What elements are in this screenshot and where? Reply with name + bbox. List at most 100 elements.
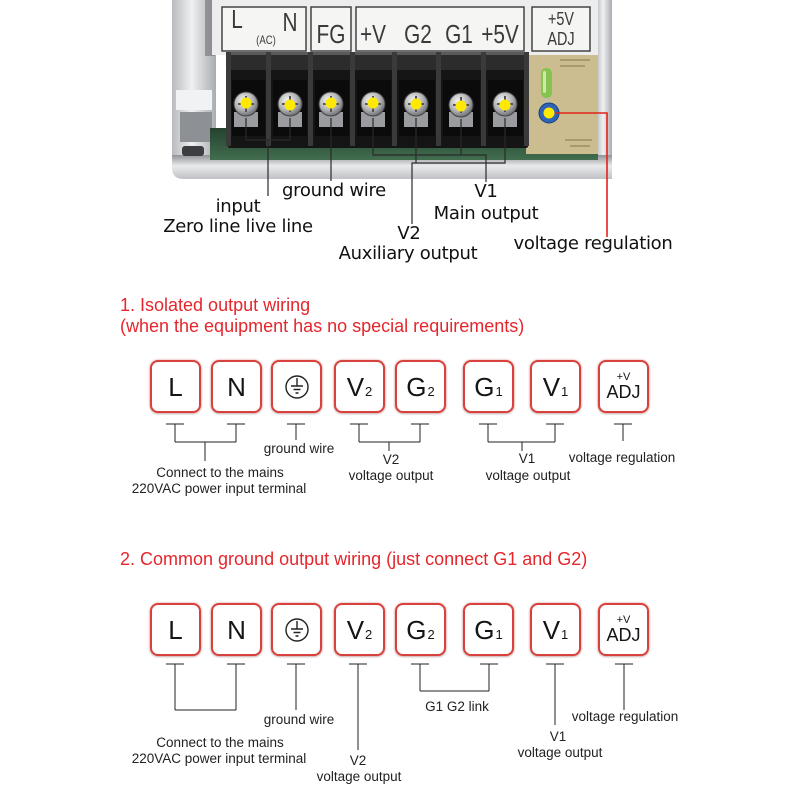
s1-label-mains-1: Connect to the mains bbox=[156, 465, 284, 480]
terminal-subscript: 1 bbox=[495, 627, 503, 642]
strip-label-plus-v: +V bbox=[359, 19, 387, 49]
strip-label-g2: G2 bbox=[404, 19, 432, 49]
s2-label-adj: voltage regulation bbox=[571, 709, 679, 724]
s2-terminal-adj: +V ADJ bbox=[598, 603, 649, 656]
strip-label-ac: (AC) bbox=[256, 33, 276, 47]
label-strip bbox=[212, 0, 598, 55]
marker-dot bbox=[543, 107, 555, 119]
terminal-adj-label: ADJ bbox=[606, 624, 641, 645]
s2-g1-g2-link bbox=[411, 663, 498, 692]
s1-label-adj: voltage regulation bbox=[568, 450, 676, 465]
s2-adj-line bbox=[615, 663, 633, 710]
terminal-label: V bbox=[346, 371, 365, 402]
annotation-v2: V2 bbox=[397, 223, 421, 244]
s2-terminal-n: N bbox=[211, 603, 262, 656]
section2-title: 2. Common ground output wiring (just con… bbox=[120, 549, 588, 569]
terminal-adj-top: +V bbox=[616, 370, 631, 383]
s2-label-mains-2: 220VAC power input terminal bbox=[131, 751, 307, 766]
terminal-label: V bbox=[542, 614, 561, 645]
terminal-label: V bbox=[542, 371, 561, 402]
s2-v2-line bbox=[349, 663, 367, 750]
marker-dot bbox=[325, 97, 337, 109]
marker-dot bbox=[367, 97, 379, 109]
s1-label-v1-desc: voltage output bbox=[485, 468, 571, 483]
s1-terminal-ground bbox=[271, 360, 322, 413]
led-indicator bbox=[541, 68, 552, 106]
screw-terminal-plus-v bbox=[360, 91, 386, 117]
marker-dot bbox=[284, 99, 296, 111]
annotation-main-output: Main output bbox=[433, 203, 539, 224]
s2-label-mains-1: Connect to the mains bbox=[156, 735, 284, 750]
terminal-subscript: 1 bbox=[561, 384, 569, 399]
s2-label-v1-desc: voltage output bbox=[517, 745, 603, 760]
screw-terminal-fg bbox=[318, 91, 344, 117]
s1-label-mains-2: 220VAC power input terminal bbox=[131, 481, 307, 496]
terminal-adj-top: +V bbox=[616, 613, 631, 626]
s2-label-v1: V1 bbox=[549, 729, 567, 744]
s1-label-v2-desc: voltage output bbox=[348, 468, 434, 483]
terminal-subscript: 1 bbox=[495, 384, 503, 399]
s1-terminal-adj: +V ADJ bbox=[598, 360, 649, 413]
s2-label-link: G1 G2 link bbox=[425, 699, 489, 714]
terminal-label: V bbox=[346, 614, 365, 645]
metal-housing bbox=[172, 0, 612, 179]
strip-label-n: N bbox=[282, 7, 298, 37]
strip-label-g1: G1 bbox=[445, 19, 473, 49]
strip-label-l: L bbox=[231, 4, 243, 34]
terminal-label: N bbox=[227, 371, 246, 402]
annotation-input: input bbox=[215, 196, 261, 217]
s1-terminal-n: N bbox=[211, 360, 262, 413]
s2-terminal-l: L bbox=[150, 603, 201, 656]
s1-label-ground: ground wire bbox=[263, 441, 335, 456]
ground-icon bbox=[284, 617, 309, 642]
strip-label-fg: FG bbox=[316, 19, 346, 49]
s2-label-ground: ground wire bbox=[263, 712, 335, 727]
marker-dot bbox=[499, 99, 511, 111]
annotation-zero-live: Zero line live line bbox=[163, 216, 313, 237]
ground-icon bbox=[284, 374, 309, 399]
screw-terminal-n bbox=[277, 91, 303, 117]
s1-ground-line bbox=[287, 423, 305, 440]
strip-label-adj-top: +5V bbox=[547, 9, 575, 29]
screw-terminal-plus-5v bbox=[492, 91, 518, 117]
marker-dot bbox=[240, 97, 252, 109]
s1-terminal-l: L bbox=[150, 360, 201, 413]
terminal-label: G bbox=[406, 371, 427, 402]
terminal-label: N bbox=[227, 614, 246, 645]
terminal-label: L bbox=[168, 614, 183, 645]
section1-title: 1. Isolated output wiring bbox=[120, 295, 311, 315]
terminal-label: L bbox=[168, 371, 183, 402]
screw-terminal-l bbox=[233, 91, 259, 117]
screw-terminal-block bbox=[226, 52, 529, 148]
s2-ground-line bbox=[287, 663, 305, 710]
strip-label-adj: ADJ bbox=[547, 29, 575, 49]
s1-label-v2: V2 bbox=[382, 452, 400, 467]
s1-v2-bracket bbox=[350, 423, 429, 451]
s1-v1-bracket bbox=[479, 423, 564, 451]
s1-mains-bracket bbox=[166, 423, 245, 461]
terminal-adj-label: ADJ bbox=[606, 381, 641, 402]
marker-dot bbox=[455, 100, 467, 112]
regulation-pointer-line bbox=[556, 112, 608, 237]
section1-subtitle: (when the equipment has no special requi… bbox=[120, 316, 525, 336]
terminal-subscript: 2 bbox=[427, 384, 435, 399]
annotation-voltage-regulation: voltage regulation bbox=[513, 233, 673, 254]
s2-label-v2-desc: voltage output bbox=[316, 769, 402, 784]
annotation-ground-wire: ground wire bbox=[282, 180, 386, 201]
s2-mains-bracket bbox=[166, 663, 245, 711]
annotation-auxiliary-output: Auxiliary output bbox=[338, 243, 478, 264]
terminal-block-photo bbox=[172, 0, 612, 237]
annotation-v1: V1 bbox=[474, 181, 498, 202]
terminal-label: G bbox=[474, 614, 495, 645]
terminal-subscript: 2 bbox=[365, 627, 373, 642]
s2-v1-line bbox=[546, 663, 564, 725]
photo-annotation-lines bbox=[245, 112, 608, 237]
s1-label-v1: V1 bbox=[518, 451, 536, 466]
